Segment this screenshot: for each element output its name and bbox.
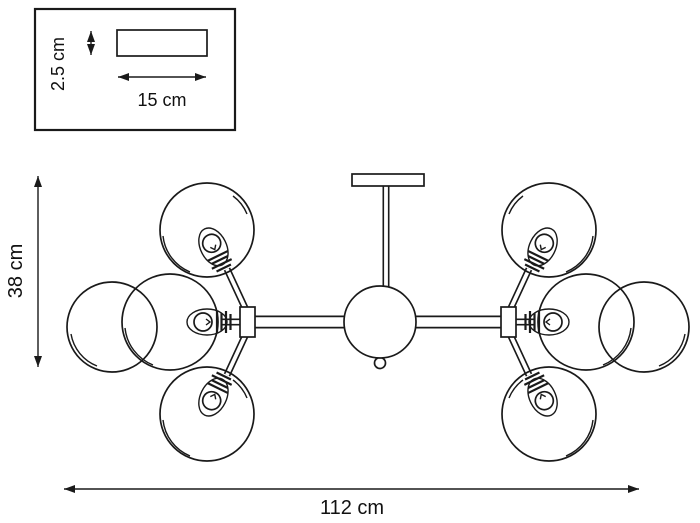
fixture-drawing xyxy=(66,173,690,462)
inset-detail-box: 2.5 cm 15 cm xyxy=(33,7,237,132)
globe-right-lower xyxy=(501,366,597,462)
inset-height-label: 2.5 cm xyxy=(48,37,68,91)
right-arms xyxy=(506,267,534,377)
globe-right-outer xyxy=(598,281,690,373)
globe-left-outer xyxy=(66,281,158,373)
canopy-outline xyxy=(116,29,208,57)
height-label: 38 cm xyxy=(5,244,27,298)
ceiling-plate xyxy=(351,173,425,187)
bulb-left-upper xyxy=(191,222,237,275)
width-label: 112 cm xyxy=(320,497,384,519)
hub-finial xyxy=(373,356,387,370)
junction-left xyxy=(239,306,256,338)
height-dimension: 38 cm xyxy=(5,176,42,367)
globe-left-lower xyxy=(159,366,255,462)
hub-sphere xyxy=(343,285,417,359)
inset-width-label: 15 cm xyxy=(137,90,186,110)
globe-right-upper xyxy=(501,182,597,278)
bulb-right-lower xyxy=(519,369,565,422)
junction-right xyxy=(500,306,517,338)
bulb-left-lower xyxy=(191,369,237,422)
width-dimension: 112 cm xyxy=(64,485,639,519)
globe-left-upper xyxy=(159,182,255,278)
bulb-right-upper xyxy=(519,222,565,275)
